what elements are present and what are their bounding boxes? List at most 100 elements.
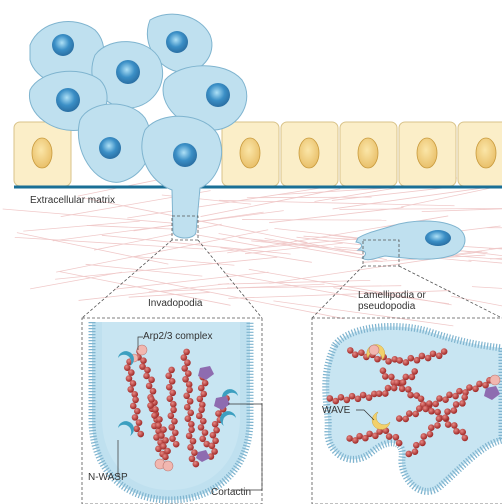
actin-monomer xyxy=(140,357,147,364)
lamellipodium-zoom xyxy=(326,326,502,491)
actin-monomer xyxy=(382,373,389,380)
actin-monomer xyxy=(338,394,345,401)
actin-monomer xyxy=(156,416,163,423)
actin-monomer xyxy=(132,414,139,421)
actin-monomer xyxy=(185,370,192,377)
actin-monomer xyxy=(327,395,334,402)
actin-monomer xyxy=(164,448,171,455)
matrix-fibre xyxy=(247,197,372,198)
actin-monomer xyxy=(150,388,157,395)
actin-monomer xyxy=(190,438,197,445)
actin-monomer xyxy=(376,390,383,397)
actin-monomer xyxy=(186,387,193,394)
actin-monomer xyxy=(405,451,412,458)
actin-monomer xyxy=(456,388,463,395)
actin-monomer xyxy=(396,357,403,364)
actin-monomer xyxy=(193,461,200,468)
n-wasp-label: N-WASP xyxy=(88,472,128,483)
actin-monomer xyxy=(434,422,441,429)
actin-monomer xyxy=(160,426,167,433)
actin-monomer xyxy=(407,355,414,362)
epithelial-nucleus xyxy=(299,138,319,168)
matrix-fibre xyxy=(55,257,277,279)
actin-monomer xyxy=(466,384,473,391)
actin-monomer xyxy=(212,421,219,428)
actin-monomer xyxy=(200,418,207,425)
matrix-fibre xyxy=(127,187,324,218)
actin-monomer xyxy=(418,395,425,402)
actin-monomer xyxy=(412,411,419,418)
actin-monomer xyxy=(451,422,458,429)
actin-monomer xyxy=(453,401,460,408)
actin-monomer xyxy=(405,386,412,393)
actin-monomer xyxy=(169,389,176,396)
actin-monomer xyxy=(459,429,466,436)
actin-monomer xyxy=(385,385,392,392)
actin-monomer xyxy=(385,358,392,365)
actin-monomer xyxy=(130,380,137,387)
actin-monomer xyxy=(399,386,406,393)
actin-monomer xyxy=(412,448,419,455)
actin-monomer xyxy=(352,351,359,358)
matrix-fibre xyxy=(472,287,502,299)
actin-monomer xyxy=(209,443,216,450)
matrix-fibre xyxy=(23,221,139,231)
actin-monomer xyxy=(393,434,400,441)
actin-monomer xyxy=(394,379,401,386)
actin-monomer xyxy=(446,392,453,399)
invadopodia-label: Invadopodia xyxy=(148,298,203,309)
actin-monomer xyxy=(167,395,174,402)
actin-monomer xyxy=(360,392,367,399)
actin-monomer xyxy=(434,409,441,416)
actin-monomer xyxy=(198,385,205,392)
actin-monomer xyxy=(202,429,209,436)
actin-monomer xyxy=(197,396,204,403)
actin-monomer xyxy=(442,414,449,421)
actin-monomer xyxy=(388,374,395,381)
actin-monomer xyxy=(134,408,141,415)
actin-monomer xyxy=(132,396,139,403)
actin-monomer xyxy=(168,424,175,431)
actin-monomer xyxy=(461,394,468,401)
actin-monomer xyxy=(168,413,175,420)
actin-monomer xyxy=(422,406,429,413)
actin-monomer xyxy=(441,348,448,355)
actin-monomer xyxy=(187,409,194,416)
actin-monomer xyxy=(136,419,143,426)
actin-monomer xyxy=(349,393,356,400)
actin-monomer xyxy=(419,353,426,360)
actin-monomer xyxy=(184,359,191,366)
actin-monomer xyxy=(169,378,176,385)
actin-monomer xyxy=(170,401,177,408)
actin-monomer xyxy=(428,408,435,415)
actin-monomer xyxy=(152,406,159,413)
actin-monomer xyxy=(451,407,458,414)
lamellipodia-label: Lamellipodia or pseudopodia xyxy=(358,290,426,312)
epithelial-nucleus xyxy=(417,138,437,168)
actin-monomer xyxy=(173,441,180,448)
actin-monomer xyxy=(199,436,206,443)
actin-monomer xyxy=(165,372,172,379)
actin-monomer xyxy=(171,418,178,425)
actin-monomer xyxy=(419,440,426,447)
actin-monomer xyxy=(459,400,466,407)
actin-monomer xyxy=(188,427,195,434)
epithelial-nucleus xyxy=(358,138,378,168)
actin-monomer xyxy=(162,437,169,444)
actin-monomer xyxy=(191,449,198,456)
matrix-fibre xyxy=(134,256,235,265)
actin-monomer xyxy=(403,374,410,381)
epithelial-nucleus xyxy=(476,138,496,168)
lamellipodia-label-line2: pseudopodia xyxy=(358,301,426,312)
matrix-fibre xyxy=(422,207,502,212)
actin-monomer xyxy=(428,424,435,431)
epithelial-nucleus xyxy=(240,138,260,168)
matrix-fibre xyxy=(451,296,502,322)
lamellipodia-label-line1: Lamellipodia or xyxy=(358,290,426,301)
wave-label: WAVE xyxy=(322,405,350,416)
actin-monomer xyxy=(210,432,217,439)
actin-monomer xyxy=(374,356,381,363)
epithelial-nucleus xyxy=(32,138,52,168)
migrating-cell xyxy=(356,221,465,260)
